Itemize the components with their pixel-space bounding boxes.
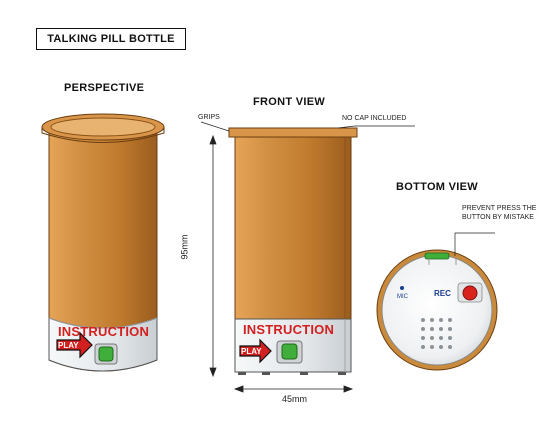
rec-button [462, 285, 478, 301]
perspective-bottle [41, 113, 165, 372]
bottom-green-button [424, 252, 450, 260]
perspective-heading: PERSPECTIVE [64, 82, 145, 94]
rec-label: REC [434, 289, 451, 298]
perspective-green-button [98, 346, 114, 362]
grips-label: GRIPS [198, 114, 220, 121]
prevent-label-line2: BUTTON BY MISTAKE [462, 214, 534, 221]
mic-label: MIC [397, 294, 408, 300]
no-cap-label: NO CAP INCLUDED [342, 115, 407, 122]
perspective-instruction-label: INSTRUCTION [58, 324, 150, 339]
prevent-label-line1: PREVENT PRESS THE [462, 205, 537, 212]
front-play-label: PLAY [241, 347, 262, 356]
prevent-leader [454, 232, 495, 256]
width-dimension [233, 385, 354, 393]
play-arrow-icon [56, 331, 93, 359]
height-label: 95mm [179, 234, 190, 260]
bottom-view-disc [376, 249, 498, 371]
front-view-bottle [228, 127, 358, 375]
front-view-heading: FRONT VIEW [253, 96, 326, 108]
diagram-title: TALKING PILL BOTTLE [36, 28, 186, 50]
speaker-grille [421, 318, 452, 349]
front-green-button [281, 343, 298, 360]
no-cap-leader [337, 125, 415, 129]
grips-leader [200, 121, 230, 132]
perspective-play-label: PLAY [58, 341, 79, 350]
height-dimension [209, 134, 217, 378]
width-label: 45mm [282, 394, 308, 404]
front-play-arrow-icon [239, 338, 272, 364]
front-instruction-label: INSTRUCTION [243, 322, 335, 337]
bottom-view-heading: BOTTOM VIEW [396, 181, 478, 193]
mic-icon [400, 286, 404, 290]
